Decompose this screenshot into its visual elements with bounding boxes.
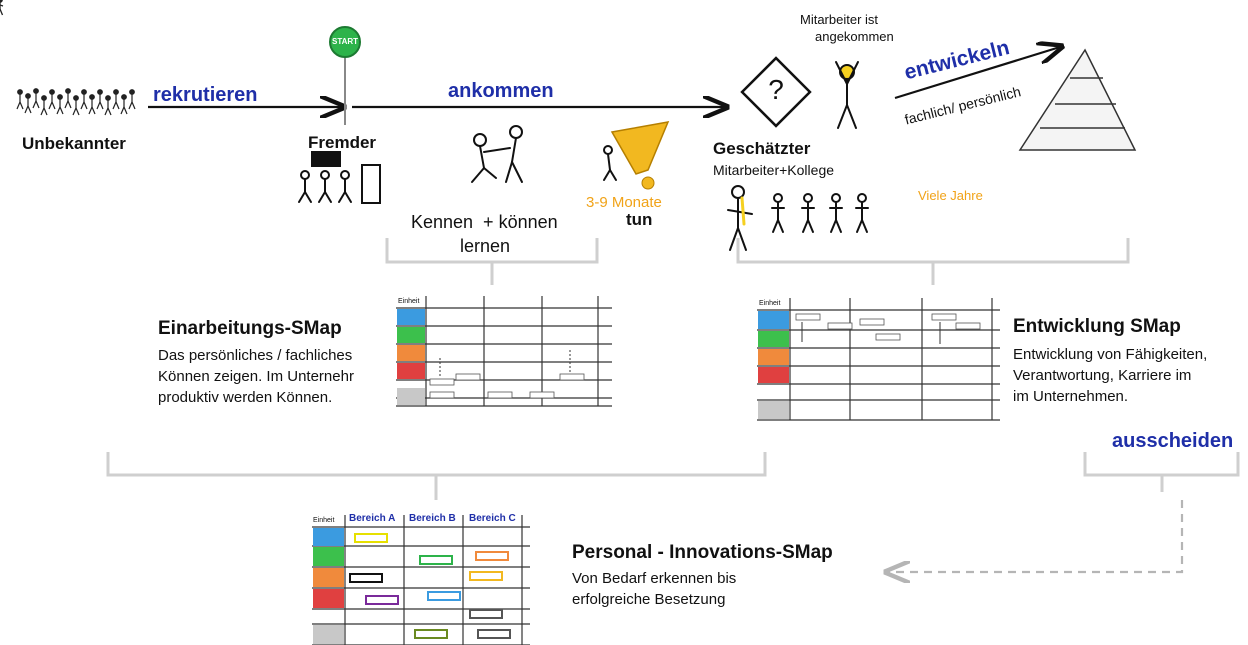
innovation-col-c: Bereich C	[469, 513, 516, 524]
einarbeitung-cards	[429, 373, 585, 399]
innovation-smap-table	[312, 515, 530, 645]
start-sign-icon	[329, 26, 361, 58]
angekommen-label-line1: Mitarbeiter ist	[800, 12, 879, 27]
entwicklung-title: Entwicklung SMap	[1013, 316, 1181, 337]
angekommen-label-line2: angekommen	[815, 29, 894, 44]
entwicklung-line-3: im Unternehmen.	[1013, 388, 1129, 405]
crowd-group	[12, 86, 142, 126]
entwickeln-arrow	[894, 47, 1060, 100]
ausscheiden-dashed-arrow	[888, 500, 1184, 572]
brace-entwicklung	[736, 238, 1130, 285]
innovation-col-b: Bereich B	[409, 513, 456, 524]
einarbeitung-row-grey	[397, 388, 425, 405]
entwicklung-cards	[795, 313, 981, 341]
ausscheiden-label: ausscheiden	[1112, 430, 1234, 452]
viele-jahre-label: Viele Jahre	[918, 188, 983, 203]
colleague-people-icon	[727, 185, 869, 251]
innovation-row-grey	[313, 625, 344, 644]
innovation-line-1: Von Bedarf erkennen bis	[572, 570, 737, 587]
einarbeitung-smap-table	[396, 296, 612, 407]
einarbeitung-line-2: Können zeigen. Im Unternehr	[158, 368, 354, 385]
geschaetzter-label: Geschätzter	[713, 139, 811, 158]
einarbeitung-dotted-arrows	[439, 350, 571, 376]
monate-label: 3-9 Monate	[586, 194, 662, 211]
einarbeitung-row-red	[397, 363, 425, 379]
funnel-icon	[603, 121, 670, 190]
entwicklung-row-red	[758, 367, 789, 383]
innovation-row-red	[313, 589, 344, 608]
einarbeitung-title: Einarbeitungs-SMap	[158, 318, 342, 339]
entwicklung-arrows	[801, 322, 941, 344]
innovation-cards	[349, 533, 511, 639]
einarbeitung-row-orange	[397, 345, 425, 361]
entwicklung-line-2: Verantwortung, Karriere im	[1013, 367, 1192, 384]
learning-people-icon	[471, 125, 523, 183]
innovation-line-2: erfolgreiche Besetzung	[572, 591, 726, 608]
arrived-person-icon	[835, 61, 859, 129]
brace-bottom	[106, 452, 767, 500]
einarbeitung-row-blue	[397, 309, 425, 325]
question-mark: ?	[768, 74, 784, 105]
entwicklung-smap-table	[757, 298, 1000, 421]
innovation-row-green	[313, 547, 344, 566]
einarbeitung-description: Das persönliches / fachliches Können zei…	[158, 345, 388, 408]
ankommen-label: ankommen	[448, 80, 554, 102]
pyramid-icon	[1018, 48, 1137, 151]
entwicklung-row-green	[758, 331, 789, 347]
einarbeitung-table-header: Einheit	[398, 298, 420, 305]
rekrutieren-label: rekrutieren	[153, 84, 258, 106]
geschaetzter-sub-label: Mitarbeiter+Kollege	[713, 162, 835, 178]
entwicklung-row-blue	[758, 311, 789, 329]
crowd-icon	[0, 0, 4, 16]
entwicklung-table-header: Einheit	[759, 300, 781, 307]
fremder-label: Fremder	[308, 133, 377, 152]
stranger-group-icon	[298, 151, 381, 204]
innovation-col-a: Bereich A	[349, 513, 396, 524]
entwicklung-description: Entwicklung von Fähigkeiten, Verantwortu…	[1013, 344, 1245, 407]
question-diamond-icon	[740, 56, 812, 128]
innovation-description: Von Bedarf erkennen bis erfolgreiche Bes…	[572, 568, 832, 610]
entwicklung-row-grey	[758, 401, 789, 419]
innovation-table-header: Einheit	[313, 517, 335, 524]
tun-label: tun	[626, 210, 653, 229]
einarbeitung-line-1: Das persönliches / fachliches	[158, 347, 353, 364]
innovation-row-orange	[313, 568, 344, 587]
crowd-icon	[16, 88, 136, 116]
innovation-row-blue	[313, 528, 344, 546]
einarbeitung-row-green	[397, 327, 425, 343]
innovation-title: Personal - Innovations-SMap	[572, 542, 833, 563]
kennen-label-line1: Kennen + können	[411, 212, 558, 232]
start-sign-label: START	[332, 37, 359, 46]
unbekannter-label: Unbekannter	[22, 134, 126, 153]
brace-kennen	[385, 238, 599, 285]
brace-ausscheiden	[1083, 452, 1240, 492]
einarbeitung-line-3: produktiv werden Können.	[158, 389, 333, 406]
kennen-label-line2: lernen	[460, 236, 511, 256]
entwicklung-line-1: Entwicklung von Fähigkeiten,	[1013, 346, 1208, 363]
entwicklung-row-orange	[758, 349, 789, 365]
